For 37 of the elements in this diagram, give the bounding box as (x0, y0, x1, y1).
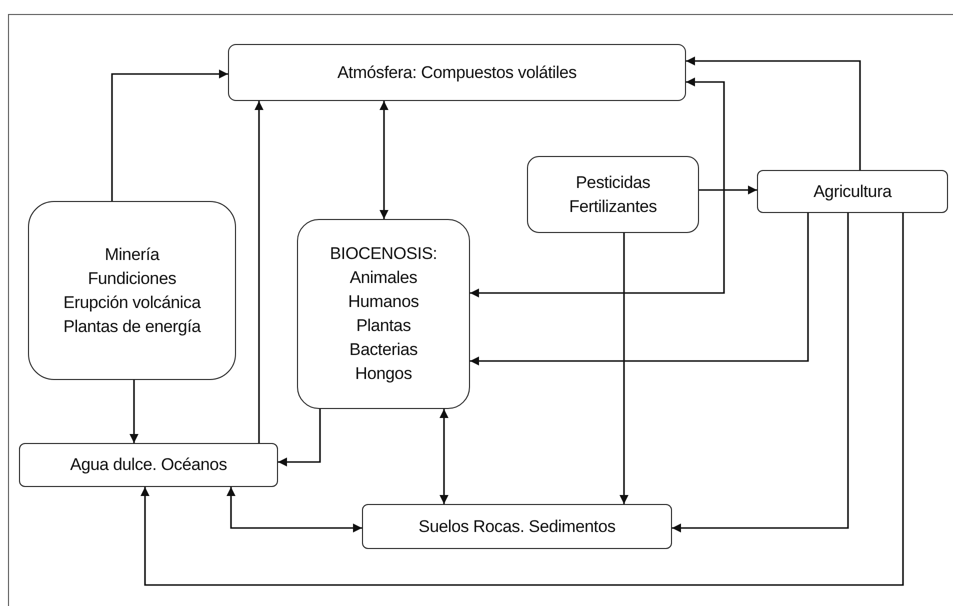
node-text: Agua dulce. Océanos (70, 454, 227, 476)
process-box (19, 443, 278, 487)
arrow (440, 409, 448, 504)
node-text: Atmósfera: Compuestos volátiles (337, 62, 577, 84)
arrow (111, 70, 228, 201)
arrow (254, 101, 264, 443)
node-text: Minería (104, 244, 160, 266)
arrow (686, 56, 861, 170)
arrow (672, 213, 849, 532)
node-text: Agricultura (814, 180, 892, 202)
arrow (699, 186, 757, 194)
node-text: Pesticidas (576, 172, 650, 194)
arrow (140, 213, 904, 586)
node-text: Plantas (356, 315, 411, 337)
node-text: Animales (350, 267, 418, 289)
process-box (228, 44, 686, 101)
node-text: Plantas de energía (63, 316, 201, 338)
node-text: Erupción volcánica (63, 292, 201, 314)
process-box (757, 170, 948, 213)
arrow (226, 487, 362, 532)
node-text: Fundiciones (88, 268, 176, 290)
process-box (28, 201, 236, 380)
arrow (470, 213, 809, 366)
node-text: BIOCENOSIS: (330, 243, 438, 265)
process-box (527, 156, 699, 233)
process-box (362, 504, 672, 549)
arrow (278, 409, 321, 466)
node-text: Hongos (355, 363, 412, 385)
node-text: Suelos Rocas. Sedimentos (418, 516, 616, 538)
arrow (130, 380, 138, 443)
node-text: Humanos (348, 291, 419, 313)
arrow (620, 233, 628, 504)
node-text: Fertilizantes (569, 196, 657, 218)
process-box (297, 219, 470, 409)
node-text: Bacterias (349, 339, 418, 361)
arrow (380, 101, 388, 219)
arrow (470, 78, 725, 298)
